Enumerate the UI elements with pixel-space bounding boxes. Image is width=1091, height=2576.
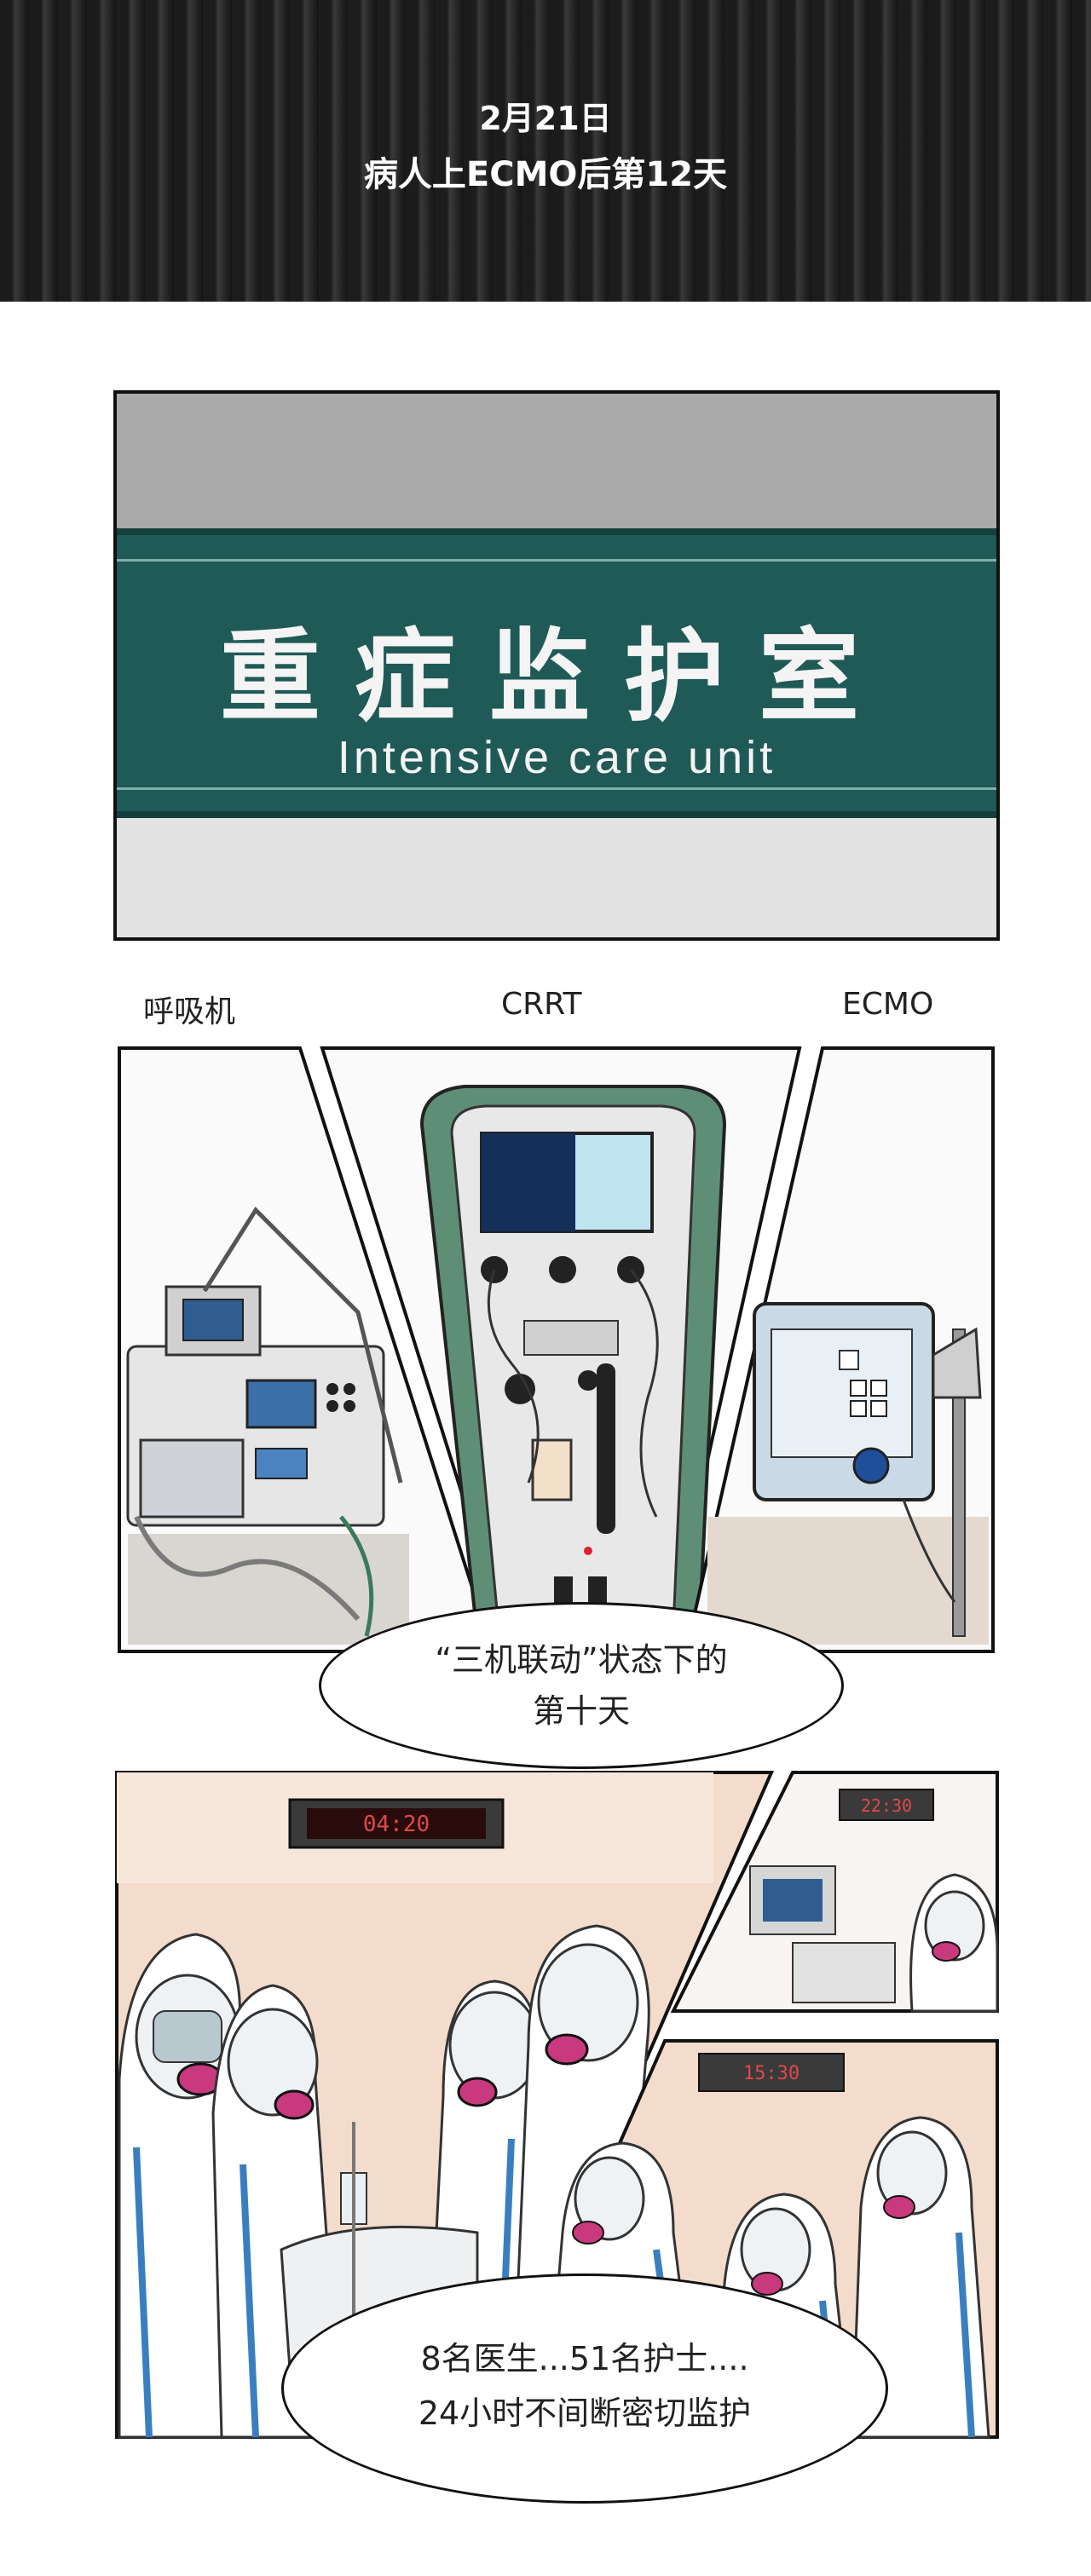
sign-chinese-text: 重症监护室 — [219, 618, 893, 735]
crrt-pane — [320, 1046, 802, 1653]
sign-stripe-top — [117, 559, 996, 562]
ventilator-machine — [126, 1207, 403, 1637]
ecmo-machine — [753, 1302, 982, 1637]
bubble-bottom-line-1: 8名医生...51名护士.... — [420, 2340, 749, 2377]
speech-bubble-three-machines: “三机联动”状态下的 第十天 — [319, 1602, 844, 1769]
header-banner: 2月21日 病人上ECMO后第12天 — [0, 0, 1091, 302]
label-crrt: CRRT — [501, 987, 582, 1022]
label-ecmo: ECMO — [842, 987, 934, 1022]
sign-english-text: Intensive care unit — [337, 732, 776, 783]
machines-illustration — [118, 1046, 995, 1653]
speech-bubble-staff-count: 8名医生...51名护士.... 24小时不间断密切监护 — [281, 2273, 888, 2504]
clock-top-right-text: 22:30 — [861, 1795, 912, 1816]
top-right-staff-pane: 22:30 — [670, 1771, 999, 2013]
bubble-bottom-line-2: 24小时不间断密切监护 — [418, 2394, 752, 2432]
icu-sign-board: 重症监护室 Intensive care unit — [117, 528, 996, 818]
wall-clock-top-right — [839, 1789, 934, 1821]
date-label: 2月21日 — [479, 100, 612, 137]
crrt-machine — [419, 1085, 727, 1638]
label-ventilator: 呼吸机 — [143, 994, 236, 1029]
sign-stripe-bottom — [117, 787, 996, 790]
icu-sign-panel: 重症监护室 Intensive care unit — [113, 390, 1000, 941]
ceiling-band — [117, 394, 996, 528]
clock-main-text: 04:20 — [363, 1812, 430, 1837]
bubble-top-line-2: 第十天 — [532, 1692, 630, 1730]
clock-bottom-right-text: 15:30 — [743, 2063, 799, 2084]
bubble-top-line-1: “三机联动”状态下的 — [435, 1641, 728, 1679]
header-subtitle: 病人上ECMO后第12天 — [363, 155, 728, 194]
staff-figure-7 — [851, 2116, 990, 2439]
wall-clock-bottom-right — [698, 2053, 845, 2092]
ventilator-pane — [118, 1046, 495, 1653]
